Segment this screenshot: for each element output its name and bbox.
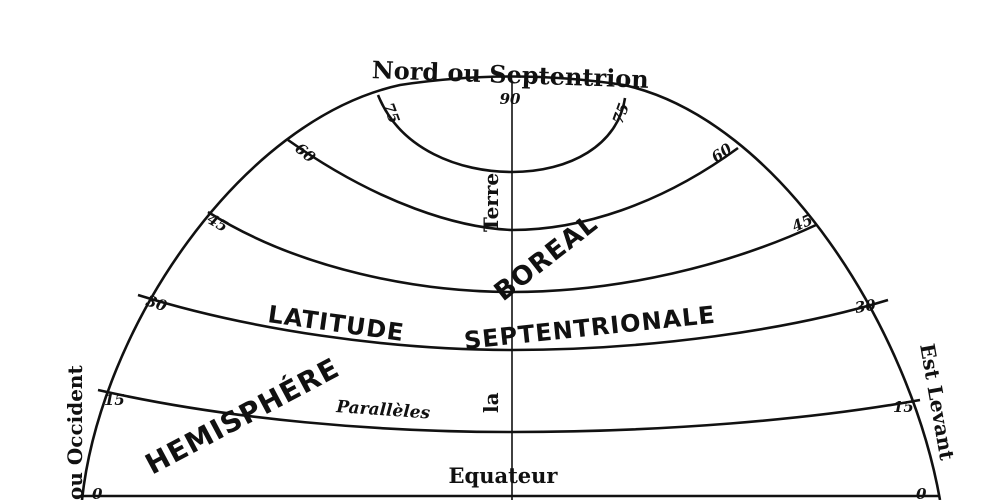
degree-60-right: 60 (708, 139, 736, 166)
north-label: Nord ou Septentrion (371, 55, 649, 94)
latitude-label: LATITUDE (266, 300, 406, 347)
parallel-60 (287, 138, 739, 232)
equator-label: Equateur (449, 463, 559, 488)
hemisphere-label: HEMISPHÉRE (139, 350, 345, 481)
degree-0-right: 0 (916, 485, 927, 500)
degree-75-left: 75 (379, 100, 403, 126)
degree-15-right: 15 (893, 398, 914, 416)
east-label: Est Levant (915, 342, 959, 463)
degree-45-right: 45 (789, 210, 816, 235)
degree-30-left: 30 (144, 292, 170, 316)
hemisphere-outline (80, 75, 942, 500)
terre-label: Terre (479, 173, 503, 232)
degree-30-right: 30 (854, 295, 878, 316)
boreal-label: BOREAL (489, 209, 604, 308)
degree-0-left: 0 (92, 485, 103, 500)
la-label: la (479, 392, 503, 413)
west-label: ou Occident (63, 365, 87, 500)
parallels-label: Parallèles (335, 397, 431, 424)
degree-pole: 90 (500, 90, 521, 108)
degree-75-right: 75 (609, 101, 633, 127)
degree-15-left: 15 (104, 391, 125, 409)
degree-60-left: 60 (291, 139, 319, 167)
